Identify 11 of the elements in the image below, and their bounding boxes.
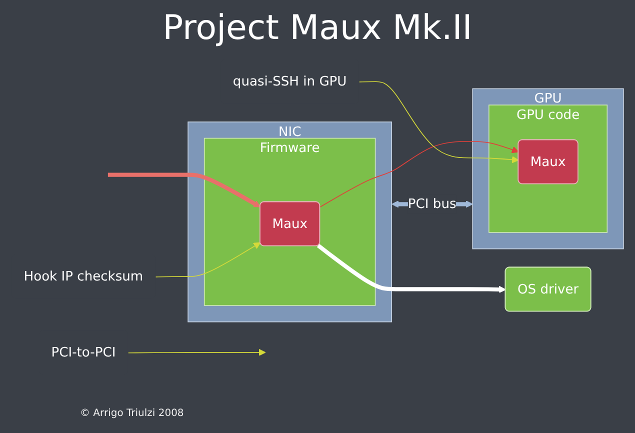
copyright-note: © Arrigo Triulzi 2008	[80, 408, 184, 419]
arrow	[358, 81, 519, 164]
edge-label: PCI bus	[408, 196, 456, 212]
node-text: PCI-to-PCI	[51, 344, 116, 360]
node-text: quasi-SSH in GPU	[232, 73, 347, 89]
node-text: Hook IP checksum	[24, 268, 144, 284]
arrow	[108, 172, 261, 208]
arrow	[155, 242, 261, 278]
arrow	[128, 348, 266, 356]
arrow	[316, 244, 506, 294]
slide-title: Project Maux Mk.II	[162, 8, 474, 48]
